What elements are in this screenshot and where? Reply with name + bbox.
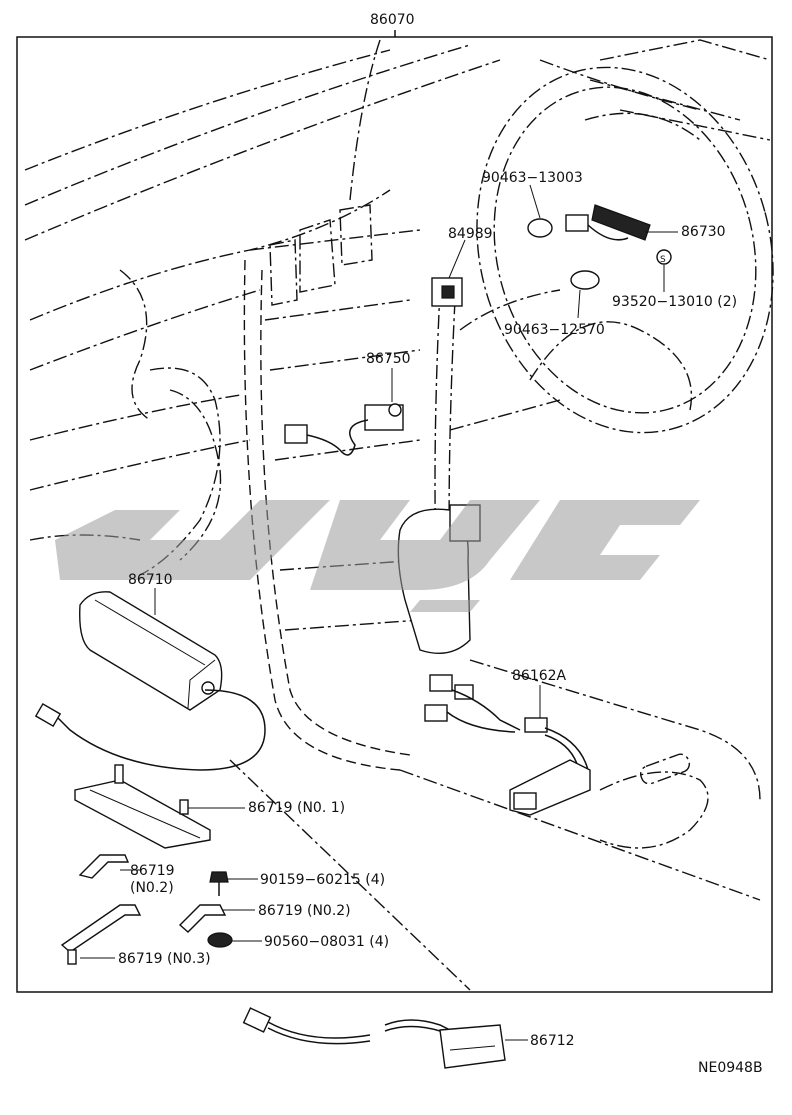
part-86162a-harness: [424, 674, 591, 816]
part-90463-12570-clamp: [570, 270, 600, 319]
callout-90463-12570: 90463−12570: [504, 322, 605, 338]
watermark-logo: [55, 500, 700, 612]
part-86750-harness: [284, 368, 404, 456]
callout-90463-13003: 90463−13003: [482, 170, 583, 186]
part-84989-switch: [431, 239, 466, 307]
callout-86750: 86750: [366, 351, 411, 367]
part-90463-13003-clamp: [527, 184, 553, 238]
part-86712-cable: [242, 1007, 528, 1069]
part-86719-no1-bracket: [74, 764, 245, 849]
callout-no2-a: (N0.2): [130, 880, 174, 896]
callout-86719-no2: 86719 (N0.2): [258, 903, 351, 919]
callout-86719-no3: 86719 (N0.3): [118, 951, 211, 967]
part-86719-no3-bracket: [60, 904, 142, 965]
callout-93520-13010: 93520−13010 (2): [612, 294, 737, 310]
part-86730-switch: [565, 204, 678, 241]
steering-wheel: [476, 66, 774, 434]
callout-86710: 86710: [128, 572, 173, 588]
callout-90159-60215: 90159−60215 (4): [260, 872, 385, 888]
callout-86730: 86730: [681, 224, 726, 240]
callout-86712: 86712: [530, 1033, 575, 1049]
callout-86719-a: 86719: [130, 863, 175, 879]
part-90159-bolt: [209, 871, 258, 896]
callout-86719-no1: 86719 (N0. 1): [248, 800, 345, 816]
callout-86162a: 86162A: [512, 668, 567, 684]
part-90560-spacer: [207, 932, 262, 948]
frame-part-number: 86070: [370, 12, 415, 28]
callout-90560-08031: 90560−08031 (4): [264, 934, 389, 950]
callout-84989: 84989: [448, 226, 493, 242]
part-86719-no2-small-bracket: [78, 854, 140, 879]
part-93520-screw: S: [656, 249, 672, 292]
part-86710-module: [34, 588, 266, 771]
part-86719-no2-bracket: [178, 904, 255, 933]
drawing-code: NE0948B: [698, 1060, 763, 1076]
screw-s-icon: S: [660, 255, 666, 265]
